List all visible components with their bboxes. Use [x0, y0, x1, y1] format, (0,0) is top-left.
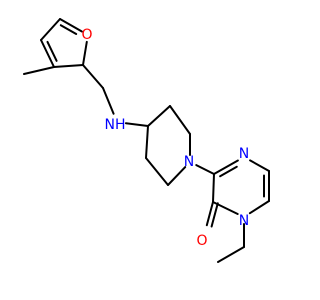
bond-z5-zn4	[248, 200, 270, 215]
atom-label-o_carbonyl: O	[196, 233, 207, 249]
atom-label-n_pyrazinone: N	[239, 213, 249, 229]
bond-nh-p4	[124, 122, 149, 127]
molecule-structure-diagram: O NH N N N O	[23, 18, 270, 263]
bond-z2-zn3	[213, 159, 239, 175]
bond-p5-p4	[145, 125, 149, 159]
bond-z3-oc	[205, 201, 214, 227]
bond-p6-p5	[145, 157, 169, 186]
bond-c5-o1	[59, 18, 83, 33]
bond-c2-ch2	[82, 64, 104, 89]
atom-label-o_furan: O	[81, 27, 92, 43]
bond-n1-z2	[195, 164, 215, 175]
bond-z3-z2	[212, 173, 215, 203]
bond-zn3-z6	[249, 159, 270, 172]
bond-p4-p3	[147, 105, 171, 127]
bond-n1-p6	[167, 166, 187, 186]
double-bond-c5-o1	[59, 24, 78, 35]
bond-c4-c5	[40, 18, 61, 41]
bond-lines	[23, 18, 270, 263]
double-bond-z3-oc	[210, 202, 219, 228]
double-bond-c3-c4	[46, 40, 58, 62]
bond-o1-c2	[82, 40, 88, 66]
double-bond-z2-zn3	[219, 165, 238, 178]
bond-e1-e2	[217, 246, 245, 263]
atom-label-n_piperidine: N	[184, 154, 194, 170]
bond-p3-p2	[169, 105, 191, 135]
bond-methyl-c3	[23, 66, 55, 75]
bond-c3-c4	[40, 39, 55, 68]
atom-labels: O NH N N N O	[81, 27, 249, 249]
atom-label-n_pyrazine_ring: N	[239, 146, 249, 162]
atom-label-nh_amine: NH	[105, 117, 126, 133]
bond-ch2-nh	[102, 87, 115, 115]
bond-c2-c3	[53, 64, 84, 68]
